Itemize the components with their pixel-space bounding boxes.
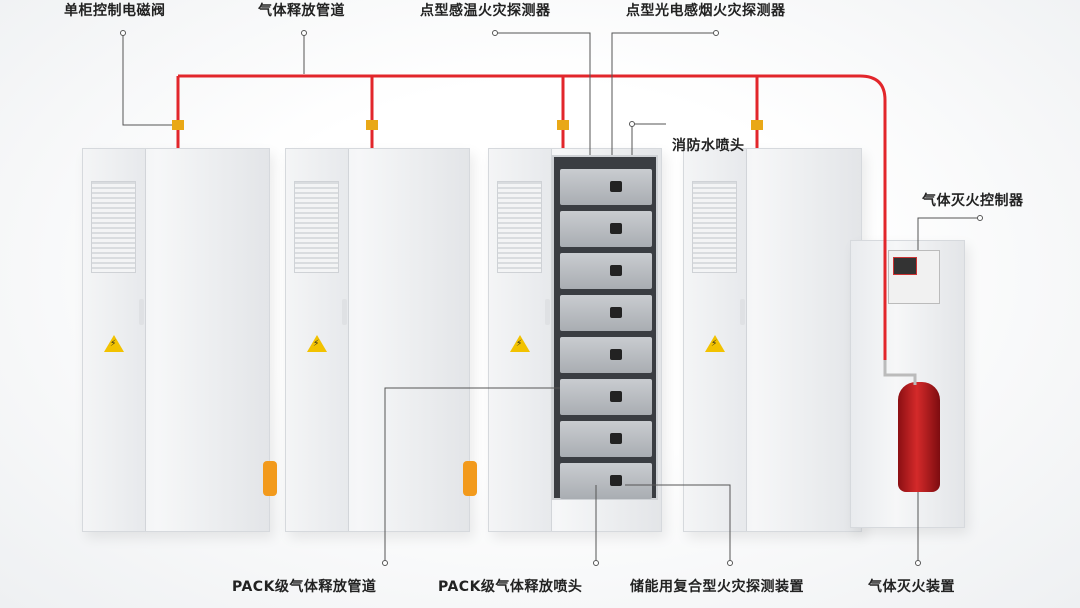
label-pack-nozzle: PACK级气体释放喷头 (438, 579, 583, 595)
valves (172, 120, 763, 130)
gas-controller-panel (888, 250, 940, 304)
label-smoke-detector: 点型光电感烟火灾探测器 (626, 3, 786, 19)
warning-icon (307, 335, 327, 352)
extinguisher-cylinder (898, 382, 940, 492)
warning-icon (705, 335, 725, 352)
leader-lines (120, 30, 983, 566)
label-pack-pipe: PACK级气体释放管道 (232, 579, 377, 595)
label-water-sprinkler: 消防水喷头 (672, 138, 745, 154)
label-composite-detector: 储能用复合型火灾探测装置 (630, 579, 804, 595)
label-heat-detector: 点型感温火灾探测器 (420, 3, 551, 19)
label-solenoid-valve: 单柜控制电磁阀 (64, 3, 166, 19)
warning-icon (510, 335, 530, 352)
cabinet-1 (82, 148, 277, 532)
gas-pipe (176, 74, 917, 385)
warning-icon (104, 335, 124, 352)
cabinet-2 (285, 148, 477, 532)
label-gas-controller: 气体灭火控制器 (922, 193, 1024, 209)
cabinet-4 (683, 148, 862, 532)
label-gas-pipe: 气体释放管道 (258, 3, 345, 19)
battery-rack (552, 155, 658, 500)
vent (91, 181, 136, 273)
handle (263, 461, 277, 496)
vent (692, 181, 737, 273)
vent (497, 181, 542, 273)
vent (294, 181, 339, 273)
handle (463, 461, 477, 496)
label-gas-extinguisher: 气体灭火装置 (868, 579, 955, 595)
